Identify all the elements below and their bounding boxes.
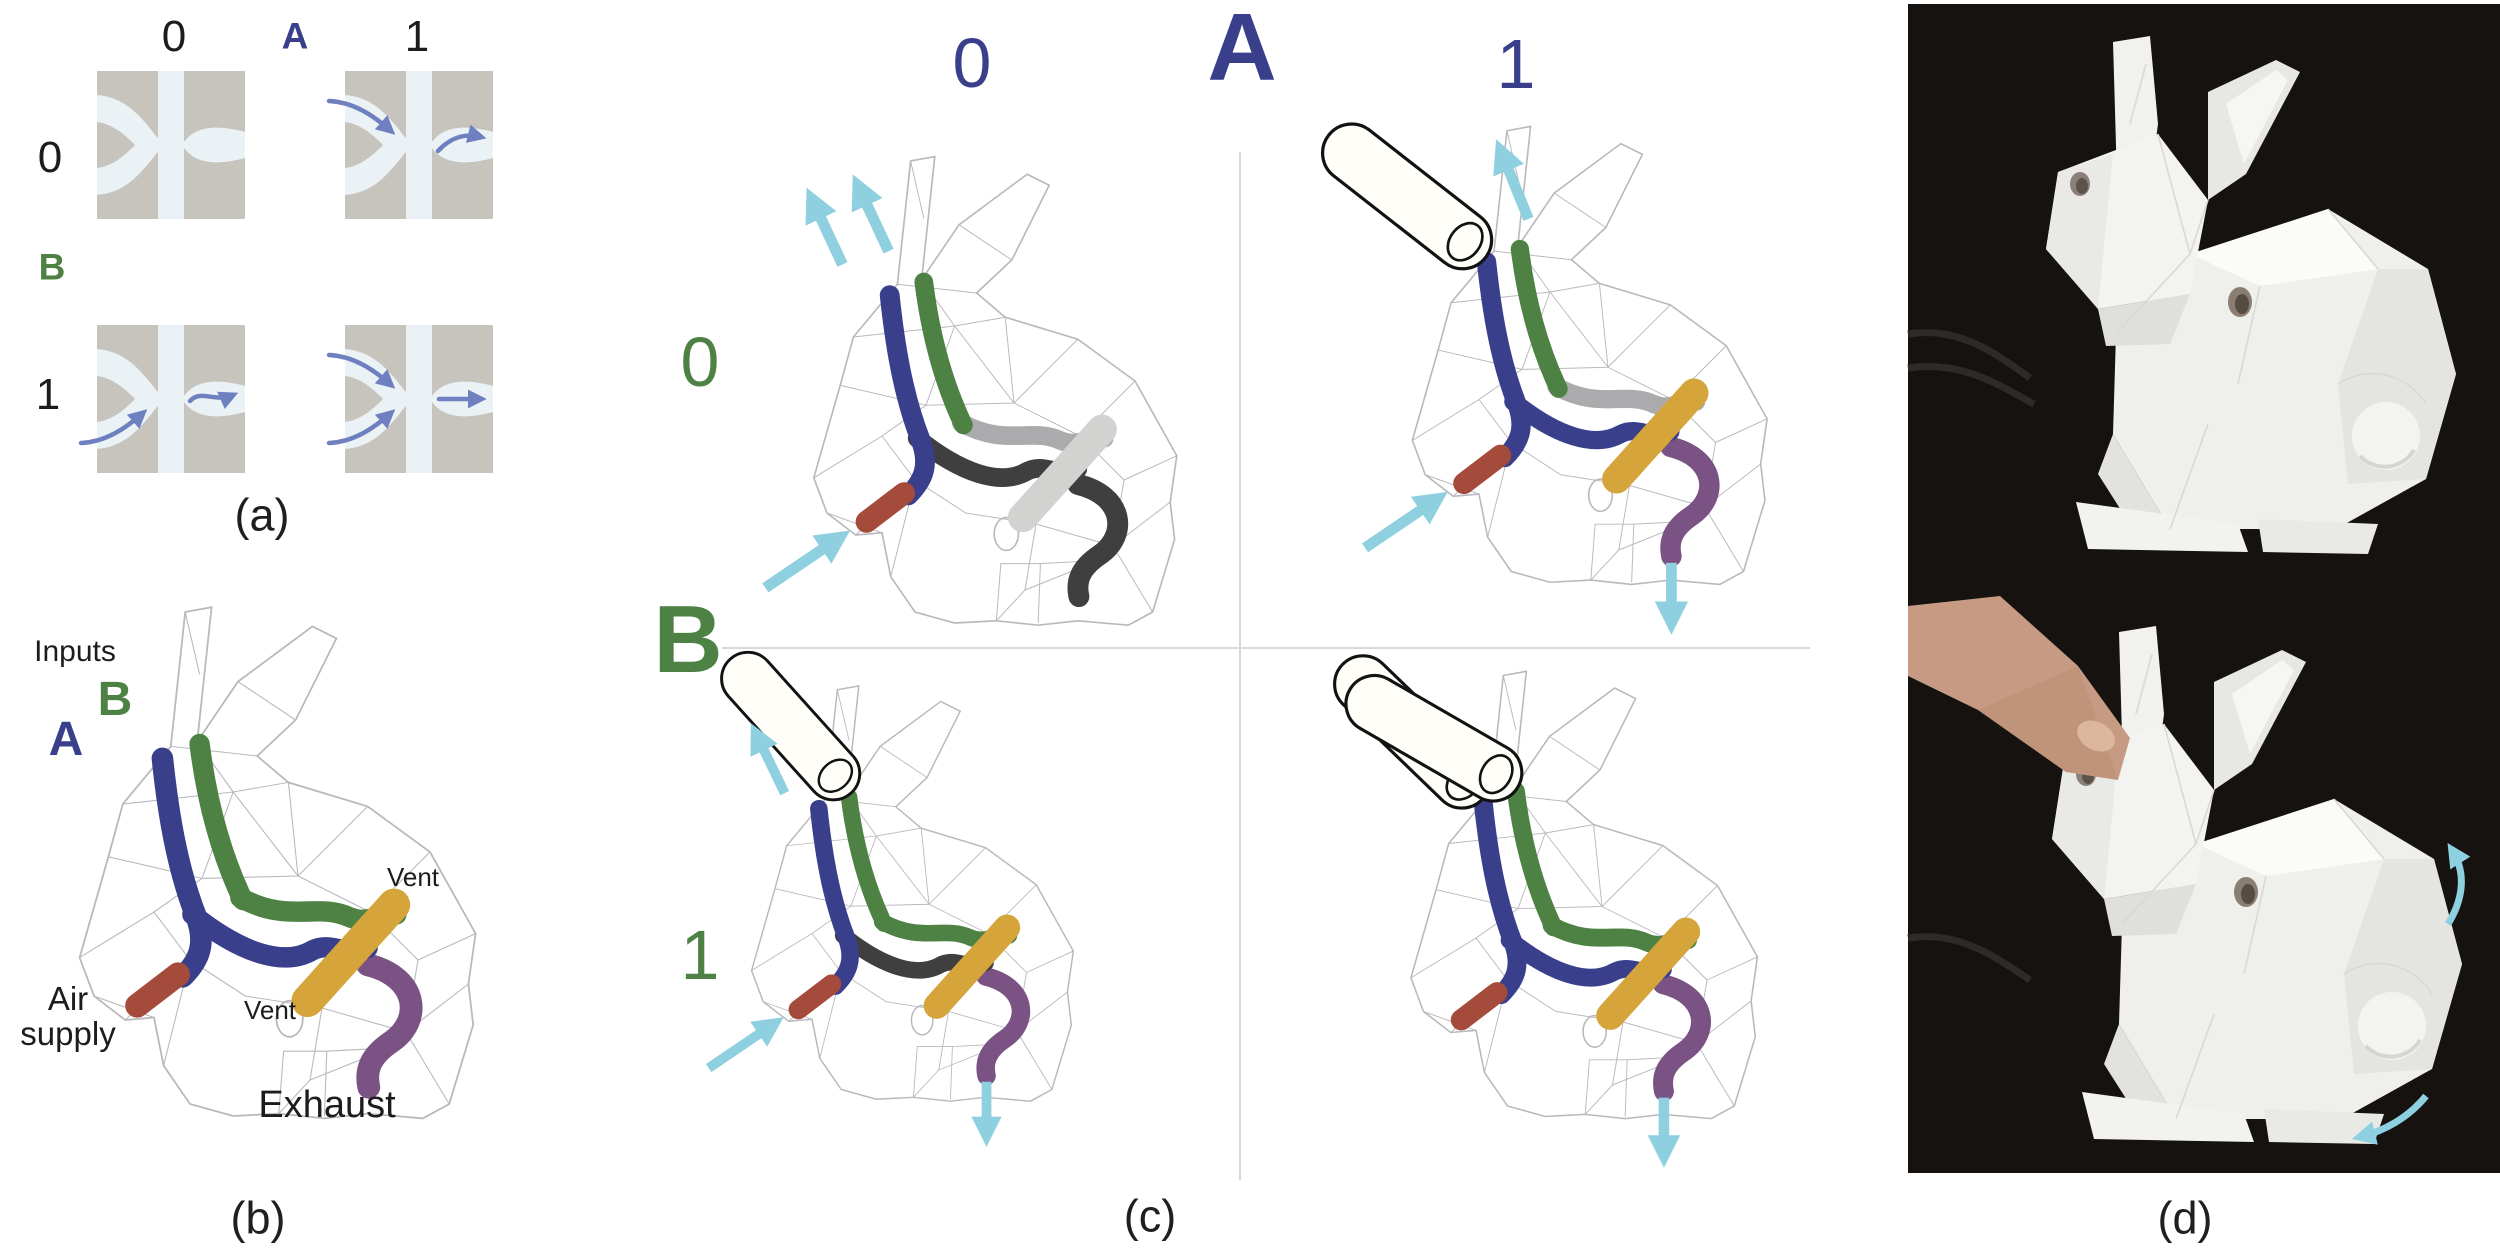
pressing-finger-outline [1344,673,1524,803]
panel-a-col-value-0: 0 [161,12,187,61]
valve-cell-a1-b0 [326,71,493,219]
air-tube-cable [1907,933,2032,983]
pressing-finger-outline [720,650,862,802]
panel-d-caption: (d) [2157,1192,2213,1244]
panel-a-row-value-0: 0 [37,133,63,182]
panel-c-col-value-0: 0 [952,24,992,102]
air-tube-cable [1907,329,2036,408]
valve-cell-a0-b0 [97,71,245,219]
panel-c-vertical-divider [1239,152,1241,1180]
panel-c-horizontal-divider [722,647,1810,649]
input-b-label: B [97,673,133,726]
quadrant-a1-b0 [1320,120,1780,635]
inputs-label: Inputs [34,635,116,668]
panel-a-col-variable: A [281,15,309,57]
pressing-finger-outline [1320,122,1494,271]
pressing-finger [1908,596,2130,780]
quadrant-a0-b0 [762,150,1190,634]
tail-wag-arrows [2351,842,2471,1145]
air-supply-label: Air supply [20,980,116,1052]
panel-c-row-value-1: 1 [680,916,720,994]
panel-a-caption: (a) [234,489,290,541]
quadrant-a1-b1 [1333,654,1770,1168]
panel-c-col-value-1: 1 [1496,25,1536,103]
quadrant-a0-b1 [705,650,1085,1147]
valve-cell-a1-b1 [326,325,493,473]
panel-c-col-variable: A [1207,0,1277,101]
panel-a-row-variable: B [38,246,66,288]
photo-bottom [1907,588,2500,1173]
exhaust-label: Exhaust [258,1084,396,1126]
panel-a-row-value-1: 1 [35,370,61,419]
valve-cell-a0-b1 [78,325,245,473]
photo-top [1907,4,2500,588]
panel-c-caption: (c) [1123,1190,1177,1242]
vent-lower-label: Vent [243,995,297,1025]
panel-c-row-value-0: 0 [680,323,720,401]
panel-c-row-variable: B [653,586,723,693]
vent-upper-label: Vent [386,862,440,892]
panel-a-col-value-1: 1 [404,12,430,61]
input-a-label: A [48,713,84,766]
panel-b-caption: (b) [230,1192,286,1244]
